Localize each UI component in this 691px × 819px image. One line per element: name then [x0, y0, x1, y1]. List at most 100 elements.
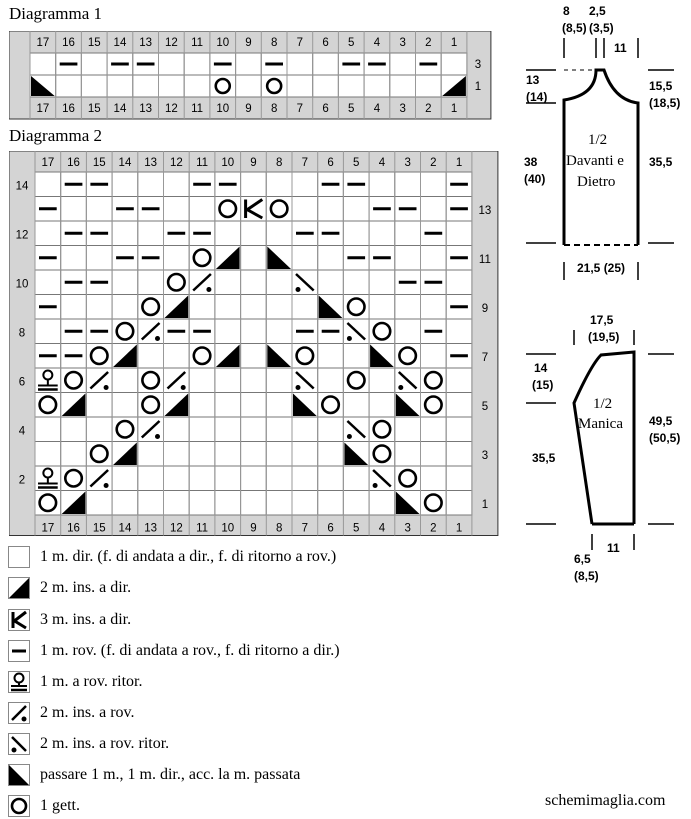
body-height-sub: (40) [524, 172, 545, 186]
grid-cell [188, 294, 216, 320]
top-column-number: 1 [451, 37, 457, 49]
twisted-purl-symbol [38, 467, 58, 489]
bottom-column-number: 5 [353, 523, 359, 535]
bottom-column-number: 6 [322, 103, 328, 115]
grid-cell [240, 318, 267, 344]
grid-cell [389, 74, 416, 98]
twisted-purl-symbol [11, 672, 27, 692]
yarn-over-symbol [141, 395, 161, 415]
top-column-number: 17 [41, 157, 54, 169]
grid-cell [163, 245, 190, 271]
top-column-number: 6 [327, 157, 333, 169]
bottom-column-number: 13 [139, 103, 152, 115]
grid-cell [317, 416, 344, 442]
grid-cell [240, 490, 267, 516]
grid-cell [214, 318, 242, 344]
row-number: 13 [479, 205, 492, 217]
sleeve-length-sub: (50,5) [649, 431, 680, 445]
row-number: 5 [482, 401, 488, 413]
grid-cell [317, 269, 344, 295]
ssk-symbol [344, 442, 369, 465]
grid-cell [394, 294, 421, 320]
row-number: 3 [475, 59, 481, 71]
yarn-over-symbol [141, 297, 161, 317]
grid-cell [85, 416, 113, 442]
body-top-neck: 8 [563, 4, 570, 18]
grid-cell [445, 367, 473, 393]
legend-item: passare 1 m., 1 m. dir., acc. la m. pass… [8, 762, 300, 788]
yarn-over-symbol [89, 444, 109, 464]
bottom-column-number: 8 [271, 103, 277, 115]
legend-text: 2 m. ins. a rov. [40, 704, 135, 721]
ssk-symbol [370, 344, 394, 367]
grid-cell [111, 367, 139, 393]
legend-text: 1 gett. [40, 797, 80, 814]
body-label-1: 1/2 [588, 132, 607, 148]
sleeve-cap-sub: (15) [532, 378, 553, 392]
grid-cell [291, 294, 319, 320]
diagram1-title: Diagramma 1 [9, 4, 102, 23]
grid-cell [183, 74, 211, 98]
grid-cell [34, 318, 62, 344]
bottom-column-number: 16 [62, 103, 75, 115]
grid-cell [317, 343, 344, 369]
grid-cell [60, 416, 87, 442]
top-column-number: 14 [119, 157, 132, 169]
bottom-column-number: 10 [221, 523, 234, 535]
schematic: 8 (8,5) 2,5 (3,5) 11 13 (14) 15,5 (18,5)… [524, 4, 680, 583]
bottom-column-number: 12 [170, 523, 183, 535]
grid-cell [265, 416, 293, 442]
bottom-column-number: 4 [379, 523, 386, 535]
legend-text: 2 m. ins. a dir. [40, 579, 132, 596]
yarn-over-symbol [372, 419, 392, 439]
legend-text: 3 m. ins. a dir. [40, 611, 132, 628]
bottom-column-number: 8 [276, 523, 282, 535]
row-number: 8 [19, 327, 25, 339]
grid-cell [317, 245, 344, 271]
bottom-column-number: 9 [250, 523, 256, 535]
grid-cell [34, 441, 62, 467]
p2tog-tbl-symbol [372, 469, 392, 488]
top-column-number: 4 [374, 37, 381, 49]
grid-cell [394, 318, 421, 344]
bottom-column-number: 5 [348, 103, 354, 115]
legend-item: 3 m. ins. a dir. [8, 607, 131, 633]
yarn-over-symbol [115, 419, 135, 439]
grid-cell [188, 392, 216, 418]
top-column-number: 15 [93, 157, 106, 169]
top-column-number: 6 [322, 37, 328, 49]
ssk-symbol [395, 491, 420, 514]
grid-cell [317, 441, 344, 467]
bottom-column-number: 6 [327, 523, 333, 535]
grid-cell [445, 392, 473, 418]
body-label-2: Davanti e [566, 153, 624, 169]
legend-text: 1 m. rov. (f. di andata a rov., f. di ri… [40, 642, 340, 659]
grid-cell [312, 52, 339, 76]
bottom-column-number: 11 [191, 103, 203, 115]
grid-cell [55, 74, 82, 98]
top-column-number: 11 [196, 157, 208, 169]
grid-cell [188, 416, 216, 442]
body-side: 35,5 [649, 155, 673, 169]
bottom-column-number: 11 [196, 523, 208, 535]
k2tog-symbol [9, 578, 29, 598]
grid-cell [368, 171, 396, 197]
grid-cell [188, 367, 216, 393]
top-column-number: 7 [297, 37, 303, 49]
body-back-neck: 11 [614, 41, 627, 55]
grid-cell [286, 74, 314, 98]
grid-cell [34, 171, 62, 197]
ssk-symbol [318, 295, 343, 318]
grid-cell [85, 294, 113, 320]
top-column-number: 13 [139, 37, 152, 49]
yarn-over-symbol [89, 346, 109, 366]
grid-cell [445, 441, 473, 467]
top-column-number: 15 [88, 37, 101, 49]
bottom-column-number: 10 [216, 103, 229, 115]
grid-cell [29, 52, 57, 76]
grid-cell [368, 294, 396, 320]
grid-cell [445, 318, 473, 344]
yarn-over-symbol [141, 370, 161, 390]
yarn-over-symbol [10, 797, 28, 815]
grid-cell [137, 465, 165, 491]
